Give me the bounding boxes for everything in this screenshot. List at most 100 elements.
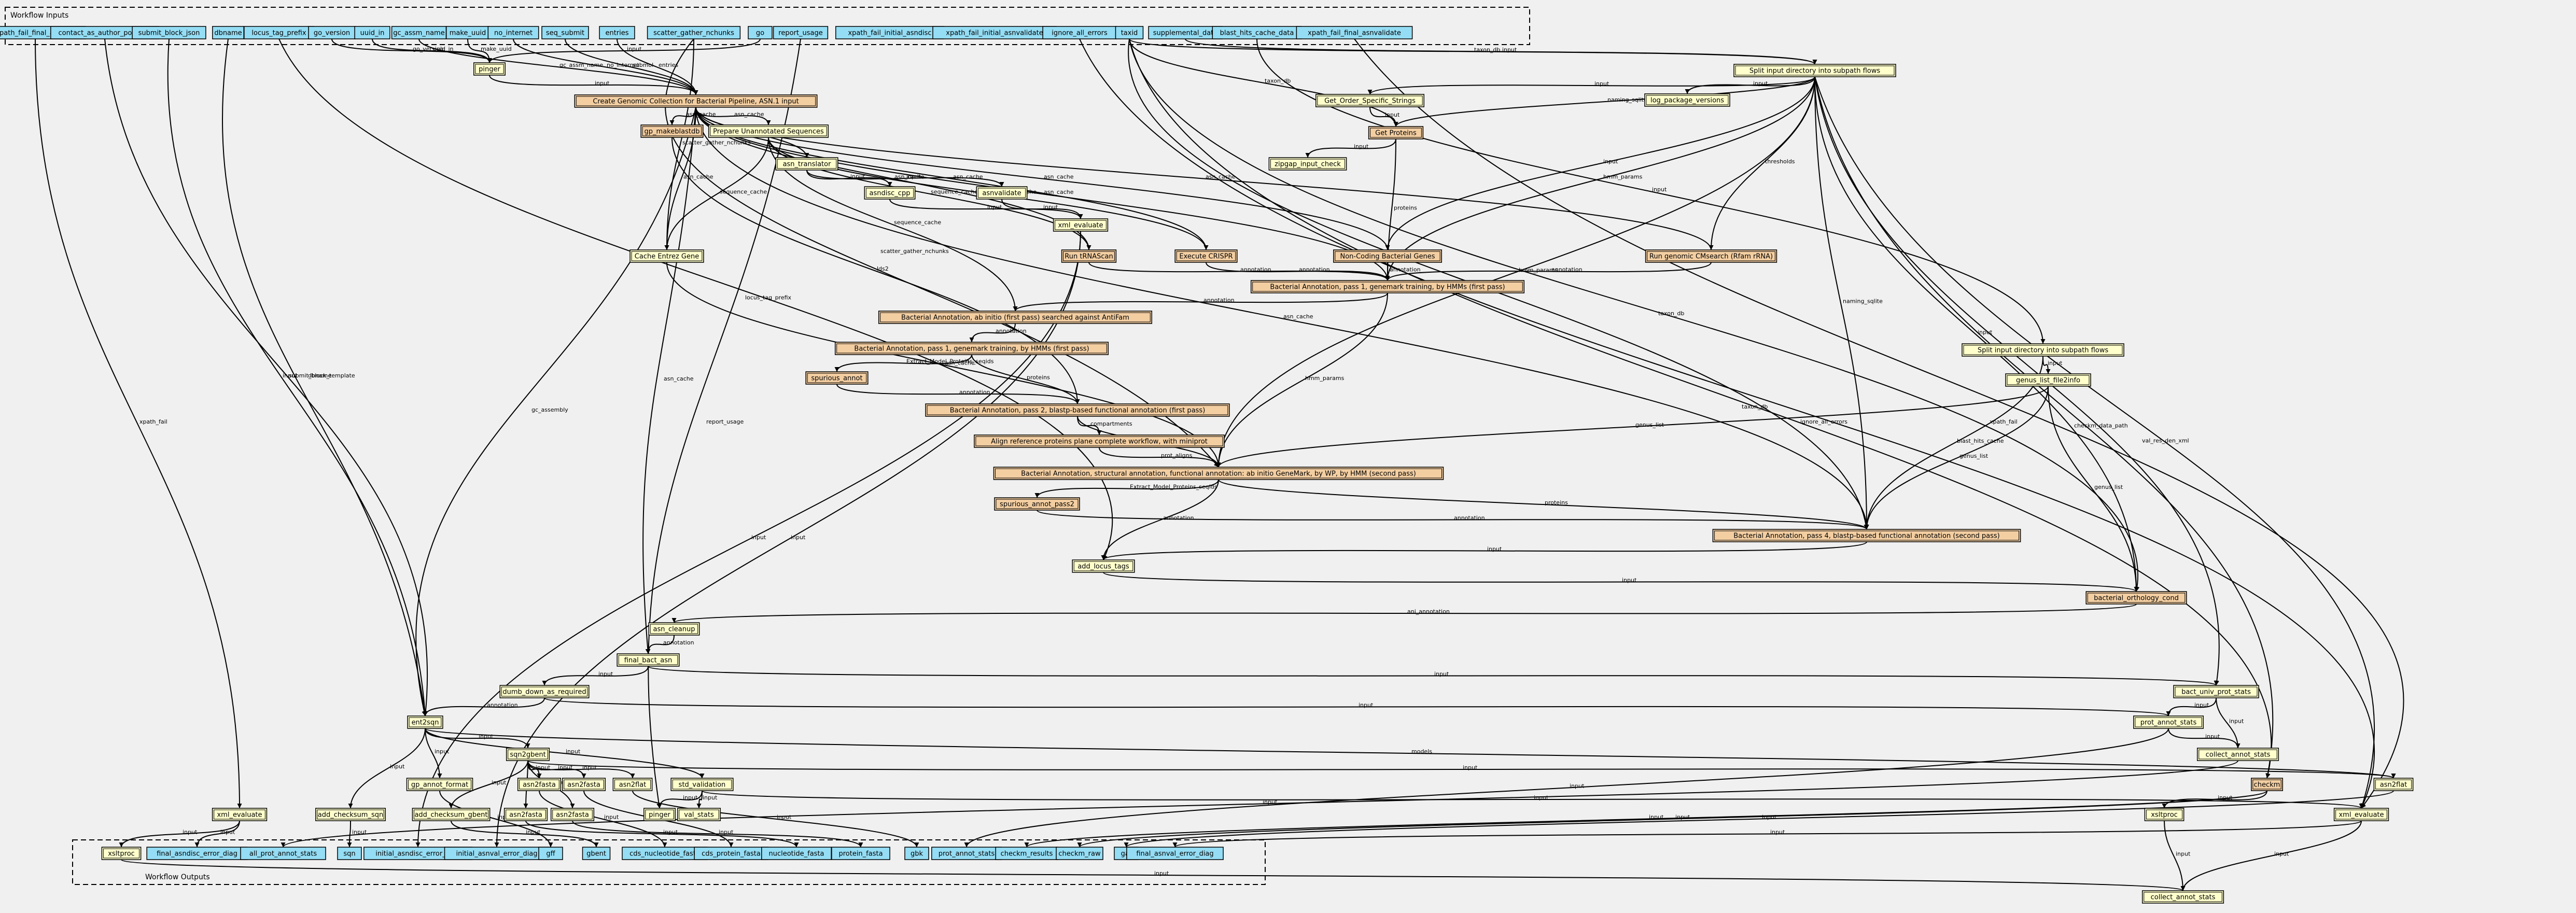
node-bact-pass1-hmm[interactable]: Bacterial Annotation, pass 1, genemark t… [1250,280,1525,293]
outputs-cluster-title: Workflow Outputs [145,873,210,881]
node-split-input[interactable]: Split input directory into subpath flows [1733,64,1896,77]
node-out-final-asndisc-error-diag[interactable]: final_asndisc_error_diag [146,847,248,860]
node-in-submit-block-json[interactable]: submit_block_json [132,26,206,39]
node-gp-makeblastdb[interactable]: gp_makeblastdb [640,124,704,138]
node-out-gbent[interactable]: gbent [582,847,611,860]
node-in-xpath-fail-initial-asndisc[interactable]: xpath_fail_initial_asndisc [835,26,944,39]
node-in-gc-assm-name[interactable]: gc_assm_name [391,26,447,39]
edge-label-input: input [1622,577,1637,584]
node-bact-pass1-gm[interactable]: Bacterial Annotation, pass 1, genemark t… [834,342,1109,355]
node-xsltproc-left[interactable]: xsltproc [101,847,142,860]
node-add-checksum-gbent[interactable]: add_checksum_gbent [412,808,491,821]
node-out-checkm-raw[interactable]: checkm_raw [1056,847,1103,860]
node-run-trnascan[interactable]: Run tRNAScan [1061,249,1117,263]
node-xml-evaluate-mid[interactable]: xml_evaluate [1053,218,1109,232]
node-in-uuid-in[interactable]: uuid_in [354,26,390,39]
node-out-gbk[interactable]: gbk [904,847,929,860]
node-in-scatter-gather-nchunks[interactable]: scatter_gather_nchunks [647,26,741,39]
node-bact-structural[interactable]: Bacterial Annotation, structural annotat… [993,467,1444,480]
node-in-taxid[interactable]: taxid [1115,26,1144,39]
node-in-supplemental-data[interactable]: supplemental_data [1148,26,1223,39]
node-asn2fasta-4[interactable]: asn2fasta [550,808,595,821]
node-cache-entrez[interactable]: Cache Entrez Gene [629,249,704,263]
node-prepare-unannot[interactable]: Prepare Unannotated Sequences [708,124,829,138]
node-in-entries[interactable]: entries [599,26,635,39]
node-in-go[interactable]: go [748,26,773,39]
node-ent2sqn[interactable]: ent2sqn [407,715,443,729]
edge-ent2sqn-to-asn2flat-right [425,728,2394,779]
node-val-stats[interactable]: val_stats [677,808,721,821]
node-in-locus-tag-prefix[interactable]: locus_tag_prefix [244,26,314,39]
node-align-ref[interactable]: Align reference proteins plane complete … [974,434,1225,448]
node-bact-pass2[interactable]: Bacterial Annotation, pass 2, blastp-bas… [925,403,1230,417]
node-out-gff[interactable]: gff [538,847,563,860]
node-out-sqn[interactable]: sqn [337,847,362,860]
node-bact-univ-prot[interactable]: bact_univ_prot_stats [2173,685,2259,698]
edge-in-entries-to-create-genomic [617,38,696,95]
node-out-nucleotide-fasta[interactable]: nucleotide_fasta [761,847,832,860]
node-inner-border [519,779,559,790]
node-in-xpath-fail-initial-asnvalidate[interactable]: xpath_fail_initial_asnvalidate [932,26,1057,39]
node-spurious-annot2[interactable]: spurious_annot_pass2 [994,497,1080,511]
node-collect-annot-stats-2[interactable]: collect_annot_stats [2141,890,2224,904]
node-out-prot-annot-stats[interactable]: prot_annot_stats [931,847,1002,860]
node-in-make-uuid[interactable]: make_uuid [445,26,490,39]
node-asndisc-cpp[interactable]: asndisc_cpp [864,186,916,200]
node-get-proteins[interactable]: Get Proteins [1368,126,1424,139]
edge-std-validation-to-xml-evaluate-right [702,790,2362,809]
node-final-bact-asn[interactable]: final_bact_asn [617,653,680,667]
node-bact-pass4[interactable]: Bacterial Annotation, pass 4, blastp-bas… [1712,529,2021,542]
node-pinger-bottom[interactable]: pinger [643,808,676,821]
node-xml-evaluate-left[interactable]: xml_evaluate [212,808,268,821]
node-asn2fasta-3[interactable]: asn2fasta [503,808,548,821]
node-asn2flat-right[interactable]: asn2flat [2373,778,2414,791]
node-add-locus-tags[interactable]: add_locus_tags [1072,559,1135,573]
node-in-dbname[interactable]: dbname [212,26,244,39]
node-spurious-annot[interactable]: spurious_annot [805,371,869,385]
node-out-final-asnval-error-diag[interactable]: final_asnval_error_diag [1126,847,1224,860]
node-dumb-down[interactable]: dumb_down_as_required [499,685,590,698]
node-asn2fasta-1[interactable]: asn2fasta [517,778,562,791]
node-pinger-top[interactable]: pinger [473,62,506,76]
node-in-blast-hits-cache-data[interactable]: blast_hits_cache_data [1212,26,1302,39]
node-log-package[interactable]: log_package_versions [1644,93,1730,107]
node-gp-annot-format[interactable]: gp_annot_format [406,778,473,791]
node-out-initial-asnval-error-diag[interactable]: initial_asnval_error_diag [444,847,550,860]
node-asn-translator[interactable]: asn_translator [775,157,838,171]
node-asnvalidate[interactable]: asnvalidate [976,186,1028,200]
node-in-no-internet[interactable]: no_internet [487,26,539,39]
node-label: asn_translator [783,161,832,168]
node-in-go-version[interactable]: go_version [308,26,356,39]
node-in-report-usage[interactable]: report_usage [773,26,829,39]
node-out-protein-fasta[interactable]: protein_fasta [831,847,890,860]
node-xsltproc-right[interactable]: xsltproc [2144,808,2185,821]
node-collect-annot-stats-1[interactable]: collect_annot_stats [2196,748,2279,761]
node-noncoding[interactable]: Non-Coding Bacterial Genes [1333,249,1442,263]
node-run-cmsearch[interactable]: Run genomic CMsearch (Rfam rRNA) [1645,249,1777,263]
node-in-ignore-all-errors[interactable]: ignore_all_errors [1042,26,1117,39]
node-execute-crispr[interactable]: Execute CRISPR [1174,249,1238,263]
node-out-all-prot-annot-stats[interactable]: all_prot_annot_stats [240,847,326,860]
node-xml-evaluate-right[interactable]: xml_evaluate [2333,808,2389,821]
node-sqn2gbent[interactable]: sqn2gbent [506,748,550,761]
node-add-checksum-sqn[interactable]: add_checksum_sqn [315,808,386,821]
node-get-order[interactable]: Get_Order_Specific_Strings [1315,94,1424,107]
node-asn-cleanup[interactable]: asn_cleanup [648,622,700,636]
node-prot-annot-stats[interactable]: prot_annot_stats [2133,715,2204,729]
node-bact-ortho[interactable]: bacterial_orthology_cond [2085,591,2187,605]
node-asn2fasta-2[interactable]: asn2fasta [562,778,606,791]
node-out-cds-protein-fasta[interactable]: cds_protein_fasta [694,847,768,860]
node-in-seq-submit[interactable]: seq_submit [541,26,589,39]
node-out-checkm-results[interactable]: checkm_results [995,847,1058,860]
node-create-genomic[interactable]: Create Genomic Collection for Bacterial … [574,94,818,108]
edge-label-dbname: dbname [308,372,331,379]
node-asn2flat-1[interactable]: asn2flat [612,778,653,791]
node-checkm[interactable]: checkm [2251,778,2283,791]
node-bact-ab-initio[interactable]: Bacterial Annotation, ab initio (first p… [878,311,1153,324]
edge-split-input-to-get-order [1369,76,1815,95]
node-split-input-2[interactable]: Split input directory into subpath flows [1962,343,2124,357]
node-zipgap[interactable]: zipgap_input_check [1268,157,1347,171]
node-in-xpath-fail-final-asnvalidate[interactable]: xpath_fail_final_asnvalidate [1296,26,1413,39]
node-std-validation[interactable]: std_validation [670,778,734,791]
node-genus-list[interactable]: genus_list_file2info [2005,373,2091,387]
